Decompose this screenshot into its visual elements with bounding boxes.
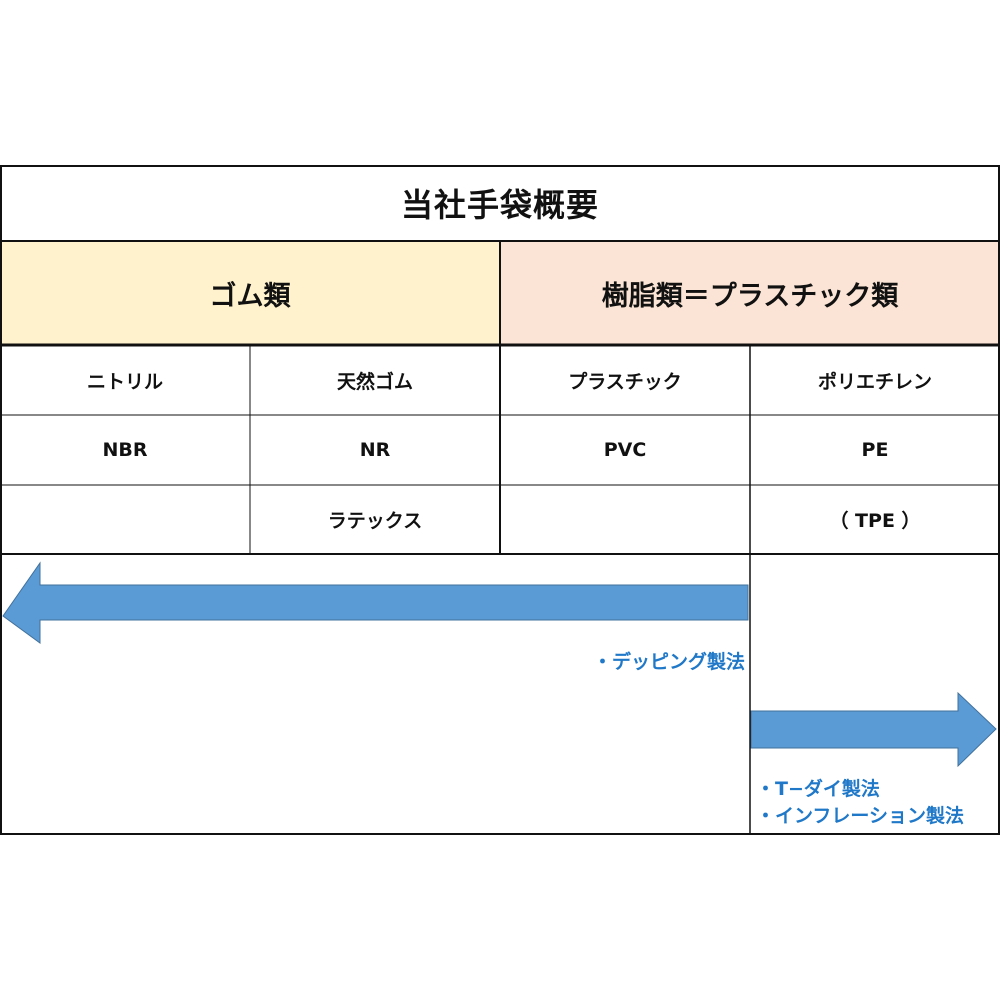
dipping-arrow xyxy=(2,561,749,644)
dipping-method-label: ・デッピング製法 xyxy=(592,651,745,673)
inflation-method-label: ・インフレーション製法 xyxy=(756,805,965,827)
process-arrows xyxy=(2,561,997,768)
t-die-method-label: ・T−ダイ製法 xyxy=(756,778,880,800)
gloves-overview-table: 当社手袋概要 ゴム類 樹脂類＝プラスチック類 ニトリル 天然ゴム プラスチック … xyxy=(0,165,1000,835)
film-arrow xyxy=(750,691,997,768)
film-method-labels: ・T−ダイ製法 ・インフレーション製法 xyxy=(756,776,964,830)
